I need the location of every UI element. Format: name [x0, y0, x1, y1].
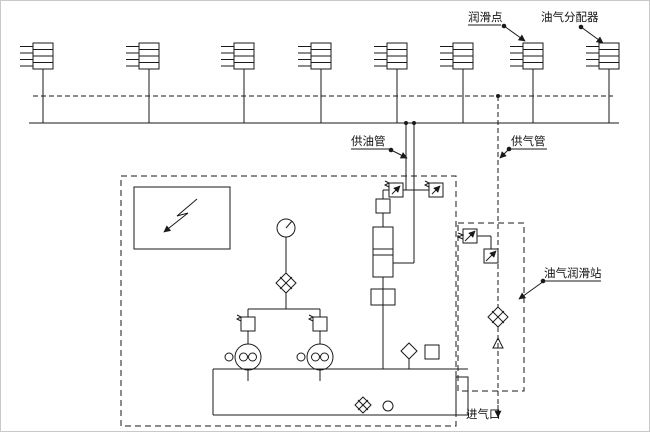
label-lubrication-point: 润滑点 [468, 10, 503, 24]
station-enclosure [120, 175, 457, 427]
pump-unit [224, 308, 262, 382]
pressure-gauge [276, 218, 296, 273]
distributor-symbol [125, 42, 160, 124]
check-valve-symbol [492, 336, 504, 349]
plug-symbol [382, 400, 394, 412]
label-oil-gas-station: 油气润滑站 [544, 266, 602, 280]
air-filter-symbol [487, 306, 509, 328]
breather-symbol [424, 344, 440, 360]
distributor-symbol [373, 42, 408, 124]
distributor-symbol [509, 42, 544, 124]
leader-dots [388, 23, 584, 284]
suction-filter-symbol [400, 342, 418, 369]
electrical-control-box [133, 186, 231, 250]
label-gas-supply-pipe: 供气管 [511, 134, 546, 148]
air-regulator-valve [456, 228, 478, 244]
solenoid-valve [423, 180, 444, 198]
distributor-symbol [220, 42, 255, 124]
distributor-symbol [585, 42, 620, 124]
solenoid-valve [383, 180, 404, 198]
air-regulator-valve [477, 235, 499, 264]
label-air-inlet: 进气口 [466, 407, 501, 421]
label-oil-gas-distributor: 油气分配器 [541, 10, 599, 24]
level-gauge [455, 376, 469, 416]
distributor-symbol [439, 42, 474, 124]
injector-cylinder [370, 190, 396, 369]
air-treatment-enclosure [457, 222, 525, 392]
check-filter-symbol [275, 272, 297, 309]
oil-tank [212, 368, 469, 416]
distributor-symbol [19, 42, 54, 124]
lightning-icon [163, 198, 198, 233]
label-oil-supply-pipe: 供油管 [351, 134, 386, 148]
drain-valve-symbol [354, 396, 372, 414]
distributor-symbol [297, 42, 332, 124]
leader-lines [351, 24, 604, 300]
pump-unit [296, 308, 334, 382]
